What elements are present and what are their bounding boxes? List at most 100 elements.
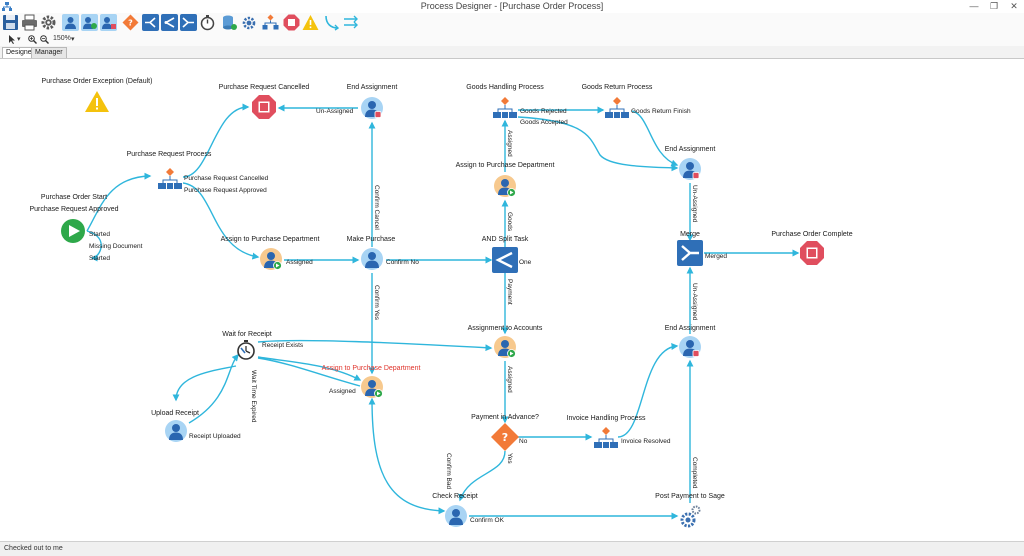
edge-label-started-1: Started bbox=[89, 231, 110, 238]
connector-button[interactable] bbox=[323, 14, 340, 31]
process-button[interactable] bbox=[262, 14, 279, 31]
settings-button[interactable] bbox=[40, 14, 57, 31]
user-assign-button[interactable] bbox=[100, 14, 117, 31]
node-po-start[interactable] bbox=[61, 219, 85, 243]
user-end-icon bbox=[361, 97, 383, 119]
settings-task-button[interactable] bbox=[240, 14, 257, 31]
node-pr-process[interactable] bbox=[157, 167, 183, 190]
node-assign-pd-2[interactable] bbox=[493, 174, 517, 198]
label-post-payment: Post Payment to Sage bbox=[655, 493, 725, 500]
node-goods-return[interactable] bbox=[604, 96, 630, 119]
edge-assign-pd-3-to-check-receipt[interactable] bbox=[368, 397, 446, 515]
node-upload-receipt[interactable] bbox=[165, 420, 187, 442]
zoom-level[interactable]: 150% bbox=[53, 35, 71, 42]
process-icon bbox=[604, 96, 630, 119]
edge-invoice-to-end-assign-3[interactable] bbox=[617, 342, 679, 438]
edge-goods-return-to-end-assign-2[interactable] bbox=[631, 110, 679, 167]
timer-button[interactable] bbox=[199, 14, 216, 31]
decision-button[interactable]: ? bbox=[122, 14, 139, 31]
node-po-exception[interactable] bbox=[85, 91, 109, 112]
process-icon bbox=[593, 426, 619, 449]
process-diagram[interactable]: ? Purchase Order Exception (Default) Pur… bbox=[0, 59, 1024, 541]
node-end-assign-1[interactable] bbox=[361, 97, 383, 119]
user-group-button[interactable] bbox=[81, 14, 98, 31]
pointer-icon[interactable] bbox=[8, 35, 16, 44]
warning-button[interactable] bbox=[302, 14, 319, 31]
user-icon bbox=[62, 14, 79, 31]
edge-assign-pd-3-to-wait[interactable] bbox=[257, 357, 361, 387]
node-payment-advance[interactable]: ? bbox=[491, 423, 519, 451]
label-pr-cancelled: Purchase Request Cancelled bbox=[219, 84, 310, 91]
edge-label-assigned-2: Assigned bbox=[506, 130, 513, 157]
edge-request-process-to-cancelled[interactable] bbox=[182, 103, 250, 178]
zoom-dropdown-arrow[interactable]: ▾ bbox=[71, 36, 75, 43]
connector-multi-button[interactable] bbox=[343, 14, 360, 31]
edge-labels: Started Missing Document Started Purchas… bbox=[89, 108, 727, 524]
edge-label-missing-document: Missing Document bbox=[89, 243, 143, 250]
edge-payment-to-check-receipt[interactable] bbox=[458, 450, 506, 502]
node-and-split[interactable] bbox=[492, 247, 518, 273]
merge-button[interactable] bbox=[180, 14, 197, 31]
node-check-receipt[interactable] bbox=[445, 505, 467, 527]
node-assign-pd-1[interactable] bbox=[259, 247, 283, 271]
edge-request-process-to-assign-pd-1[interactable] bbox=[182, 182, 260, 260]
edge-label-goods-accepted: Goods Accepted bbox=[520, 119, 568, 126]
node-goods-handling[interactable] bbox=[492, 96, 518, 119]
split-task-button[interactable] bbox=[161, 14, 178, 31]
node-assign-accounts[interactable] bbox=[493, 335, 517, 359]
zoom-in-icon[interactable] bbox=[28, 35, 37, 44]
tab-manager[interactable]: Manager bbox=[31, 47, 67, 58]
node-po-complete[interactable] bbox=[800, 241, 824, 265]
label-upload-receipt: Upload Receipt bbox=[151, 410, 199, 417]
node-invoice-process[interactable] bbox=[593, 426, 619, 449]
designer-canvas[interactable]: ? Purchase Order Exception (Default) Pur… bbox=[0, 59, 1024, 541]
label-end-assign-2: End Assignment bbox=[665, 146, 716, 153]
decision-icon: ? bbox=[122, 14, 139, 31]
edge-wait-to-assign-accounts[interactable] bbox=[257, 339, 493, 352]
user-task-button[interactable] bbox=[62, 14, 79, 31]
split-button[interactable] bbox=[142, 14, 159, 31]
edge-wait-to-upload-receipt[interactable] bbox=[172, 365, 237, 402]
zoom-out-icon[interactable] bbox=[40, 35, 49, 44]
node-wait-receipt[interactable] bbox=[237, 340, 255, 360]
edge-upload-receipt-to-wait[interactable] bbox=[188, 353, 239, 424]
edge-goods-handling-to-end-assign-2[interactable] bbox=[517, 116, 679, 172]
edge-label-one: One bbox=[519, 259, 532, 266]
user-go-icon bbox=[493, 174, 517, 198]
label-payment-advance: Payment in Advance? bbox=[471, 414, 539, 421]
node-end-assign-2[interactable] bbox=[679, 158, 701, 180]
user-icon bbox=[165, 420, 187, 442]
database-button[interactable] bbox=[221, 14, 238, 31]
save-button[interactable] bbox=[2, 14, 19, 31]
label-end-assign-1: End Assignment bbox=[347, 84, 398, 91]
zoom-bar: ▾ 150% ▾ bbox=[0, 33, 1024, 47]
label-goods-return: Goods Return Process bbox=[582, 84, 653, 91]
svg-text:?: ? bbox=[502, 431, 508, 444]
edge-label-pr-approved: Purchase Request Approved bbox=[184, 187, 267, 194]
app-icon bbox=[2, 2, 12, 11]
edge-wait-to-assign-pd-3[interactable] bbox=[257, 356, 362, 381]
node-pr-cancelled[interactable] bbox=[252, 95, 276, 119]
edge-start-to-assign-pd-1[interactable] bbox=[86, 230, 102, 262]
restore-button[interactable]: ❐ bbox=[989, 1, 999, 11]
users-group-icon bbox=[81, 14, 98, 31]
node-end-assign-3[interactable] bbox=[679, 336, 701, 358]
edge-label-invoice-resolved: Invoice Resolved bbox=[621, 438, 671, 445]
edge-label-pr-cancelled: Purchase Request Cancelled bbox=[184, 175, 269, 182]
node-merge[interactable] bbox=[677, 240, 703, 266]
node-make-purchase[interactable] bbox=[361, 248, 383, 270]
label-merge: Merge bbox=[680, 231, 700, 238]
stop-icon bbox=[252, 95, 276, 119]
node-assign-pd-3[interactable] bbox=[360, 375, 384, 399]
node-post-payment[interactable] bbox=[680, 505, 701, 528]
close-button[interactable]: ✕ bbox=[1010, 1, 1018, 11]
user-go-icon bbox=[493, 335, 517, 359]
edge-start-to-request-process[interactable] bbox=[86, 172, 152, 232]
stop-button[interactable] bbox=[283, 14, 300, 31]
pointer-dropdown-arrow[interactable]: ▾ bbox=[17, 36, 21, 43]
svg-text:?: ? bbox=[128, 19, 133, 28]
print-button[interactable] bbox=[21, 14, 38, 31]
label-po-start: Purchase Order Start bbox=[41, 194, 107, 201]
label-end-assign-3: End Assignment bbox=[665, 325, 716, 332]
minimize-button[interactable]: — bbox=[969, 1, 979, 11]
